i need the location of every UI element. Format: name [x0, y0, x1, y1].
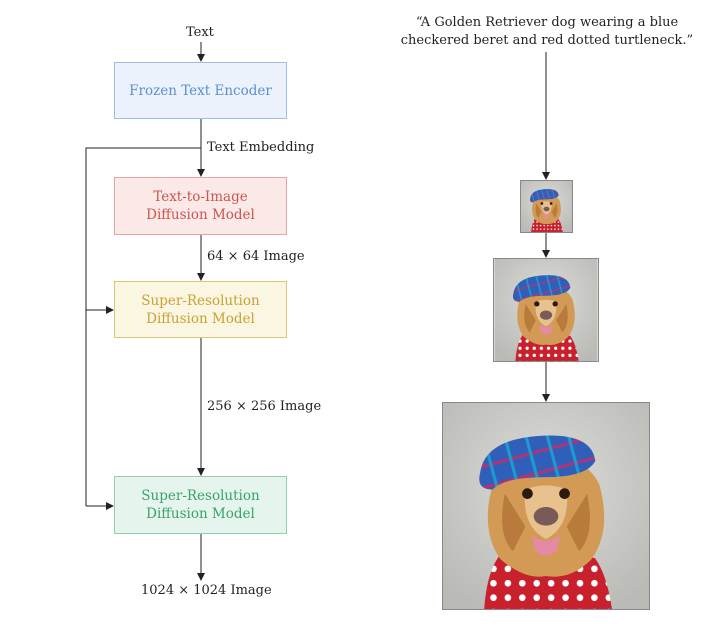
box-label: Diffusion Model [146, 207, 255, 223]
dog-illustration [443, 403, 649, 609]
dog-illustration [521, 181, 572, 232]
text-embedding-label: Text Embedding [207, 140, 315, 155]
img64-label: 64 × 64 Image [207, 249, 305, 264]
dog-illustration [495, 259, 597, 361]
prompt-text: “A Golden Retriever dog wearing a blue c… [392, 14, 702, 50]
output-label: 1024 × 1024 Image [141, 583, 272, 598]
embedding-skip-line [85, 147, 201, 506]
prompt-line: “A Golden Retriever dog wearing a blue [415, 15, 679, 30]
box-label: Diffusion Model [146, 310, 255, 327]
prompt-line: checkered beret and red dotted turtlenec… [400, 33, 694, 48]
input-text-label: Text [186, 25, 214, 40]
box-label: Super-Resolution [141, 488, 260, 504]
dog-image-256 [493, 258, 599, 362]
frozen-text-encoder-box: Frozen Text Encoder [114, 62, 287, 119]
box-label: Frozen Text Encoder [129, 82, 272, 99]
box-label: Super-Resolution [141, 292, 260, 309]
box-label: Text-to-Image [153, 189, 248, 205]
text-to-image-diffusion-box: Text-to-Image Diffusion Model [114, 177, 287, 235]
dog-image-64 [520, 180, 573, 233]
img256-label: 256 × 256 Image [207, 399, 322, 414]
dog-image-1024 [442, 402, 650, 610]
super-resolution-box-2: Super-Resolution Diffusion Model [114, 476, 287, 534]
super-resolution-box-1: Super-Resolution Diffusion Model [114, 281, 287, 338]
box-label: Diffusion Model [146, 506, 255, 522]
